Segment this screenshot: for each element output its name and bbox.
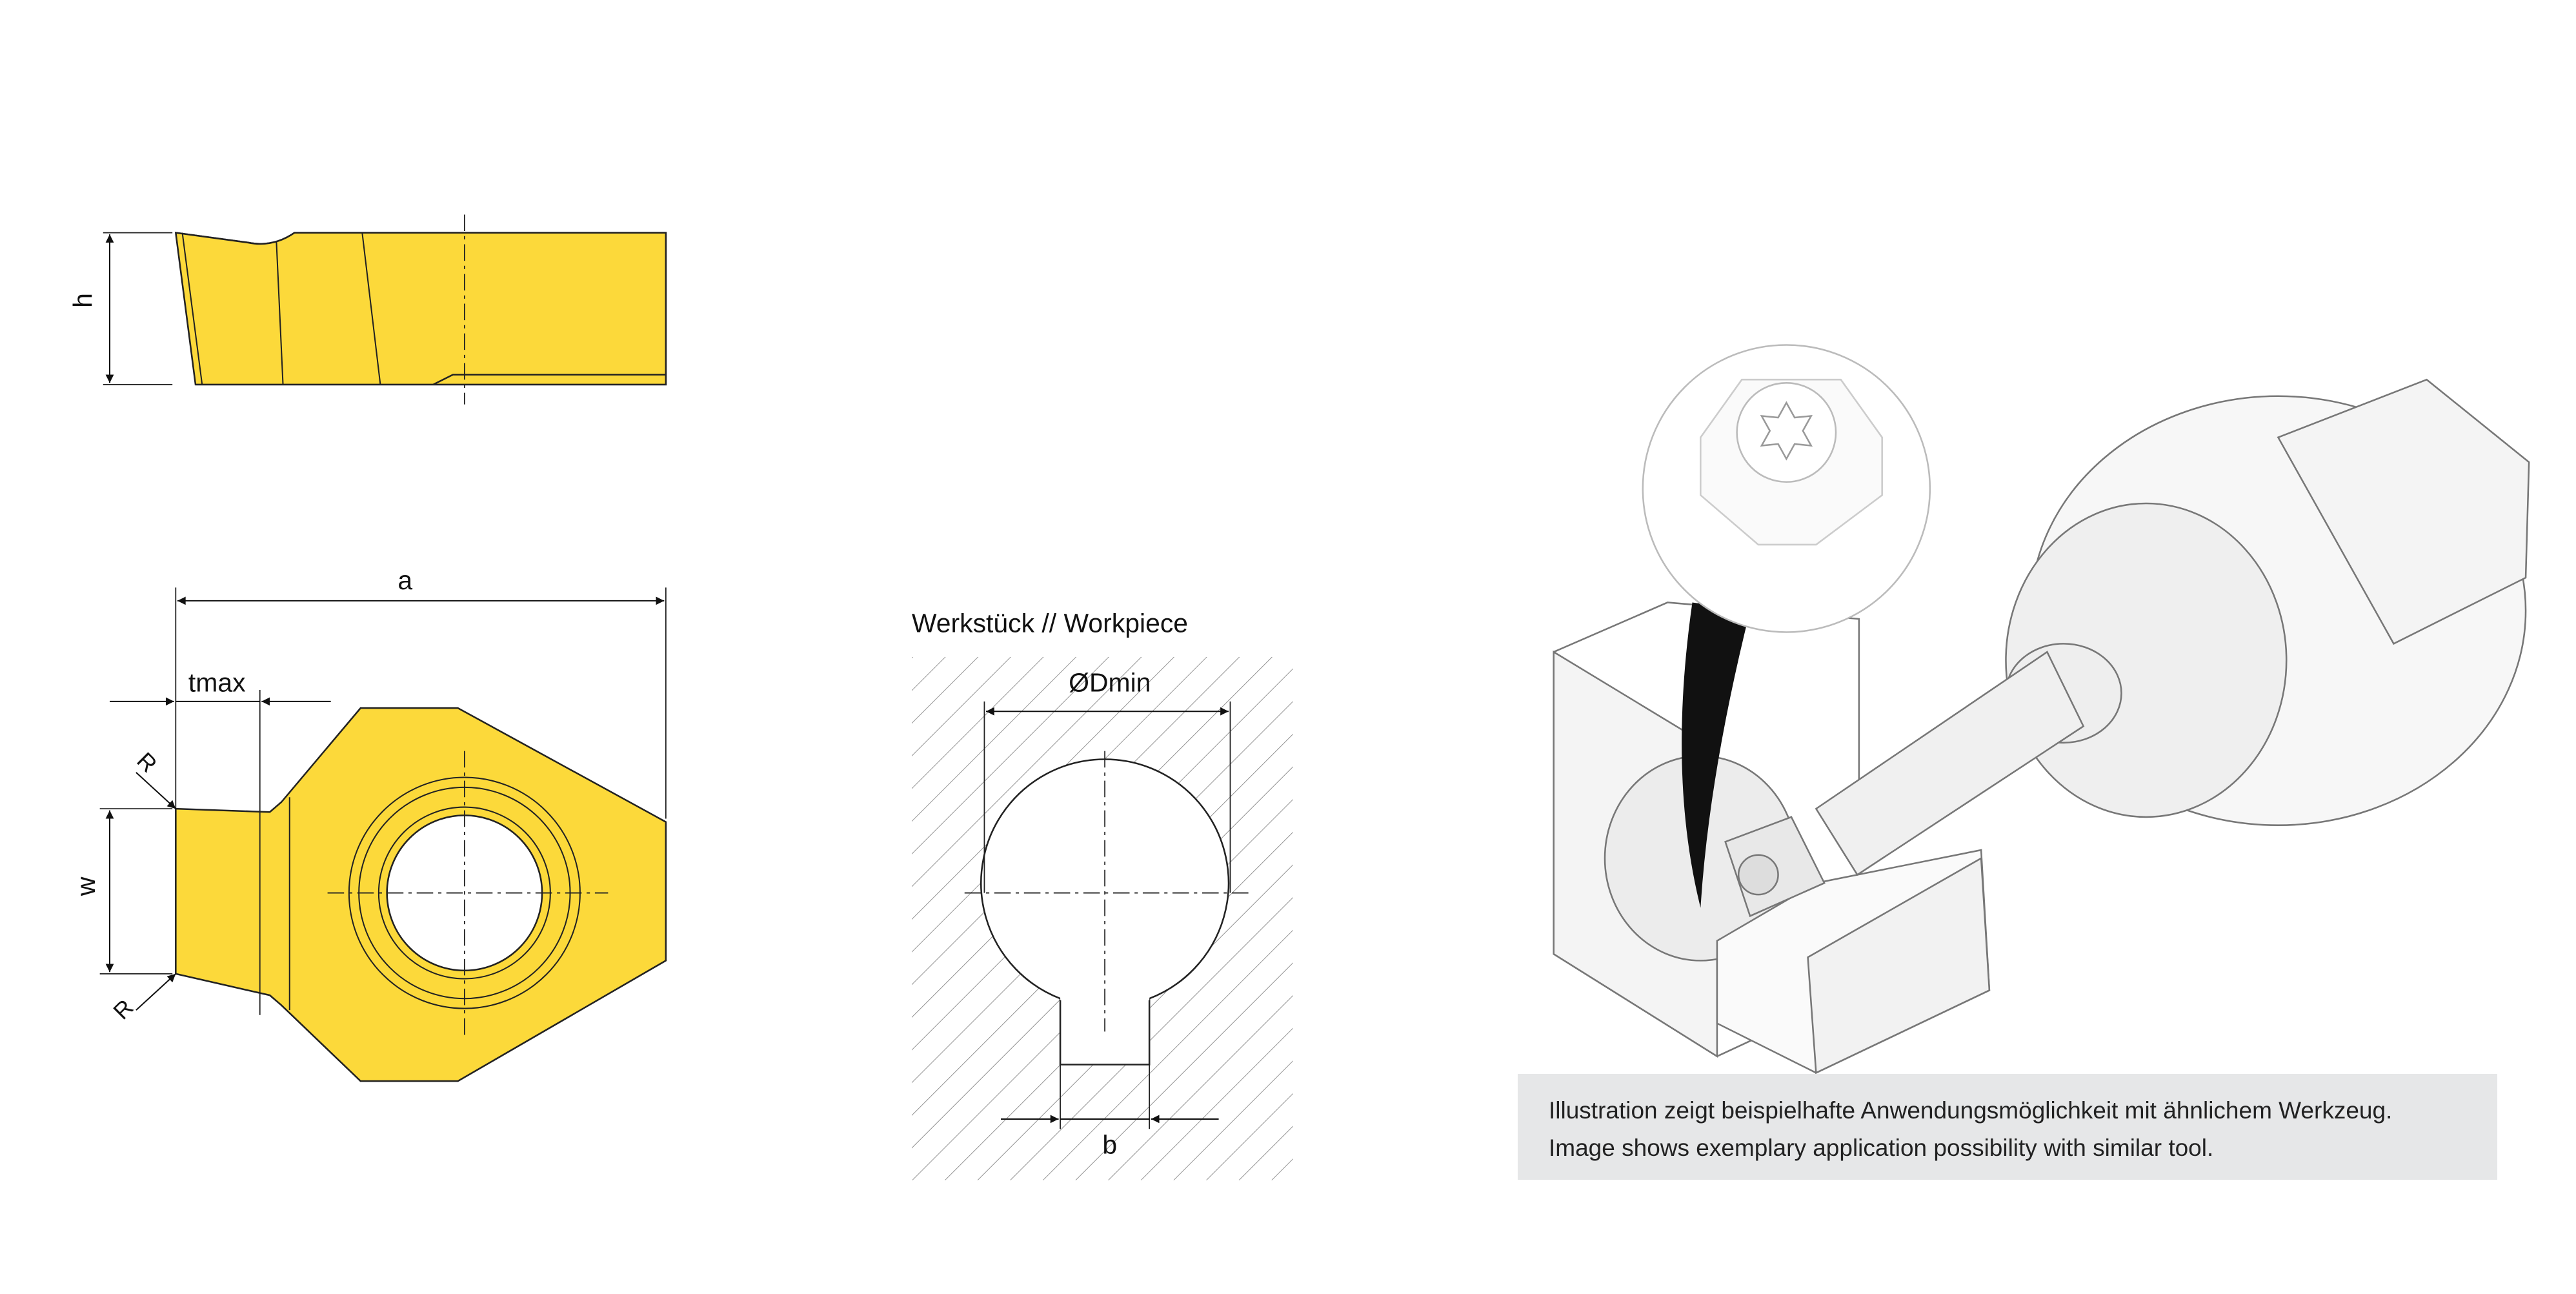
workpiece-title: Werkstück // Workpiece [912, 608, 1188, 638]
application-illustration [1553, 344, 2530, 1075]
caption-line-de: Illustration zeigt beispielhafte Anwendu… [1549, 1097, 2393, 1124]
dim-h-label: h [68, 293, 97, 308]
dim-tmax-label: tmax [188, 668, 246, 698]
illustration-caption: Illustration zeigt beispielhafte Anwendu… [1518, 1074, 2497, 1180]
caption-line-en: Image shows exemplary application possib… [1549, 1135, 2214, 1161]
insert-top-view: a tmax w R R [71, 565, 667, 1082]
dim-r-bottom-label: R [108, 995, 139, 1025]
dim-dmin-label: ØDmin [1069, 668, 1151, 698]
workpiece-section: Werkstück // Workpiece ØDmin b [912, 608, 1293, 1180]
insert-side-view: h [68, 214, 667, 405]
dim-b-label: b [1102, 1130, 1117, 1160]
dim-w-label: w [71, 876, 101, 896]
dim-a-label: a [397, 565, 412, 595]
